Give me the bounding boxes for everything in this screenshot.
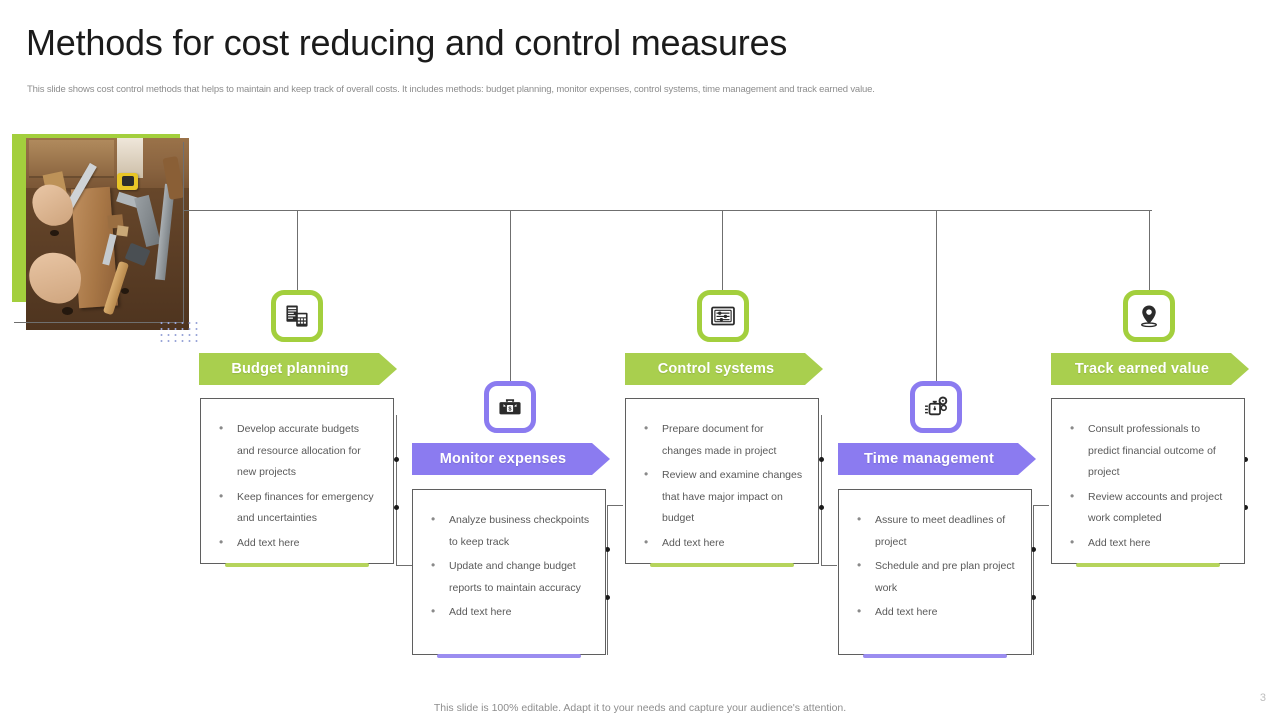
- connector-dot-4a: [1031, 547, 1036, 552]
- briefcase-dollar-icon: $: [497, 394, 523, 420]
- location-pin-icon: [1136, 303, 1162, 329]
- node-label-time-management: Time management: [863, 451, 995, 467]
- node-icon-control-systems[interactable]: [697, 290, 749, 342]
- node-icon-budget-planning[interactable]: [271, 290, 323, 342]
- connector-drop-monitor-expenses: [510, 210, 511, 383]
- connector-dot-2b: [605, 595, 610, 600]
- node-ribbon-budget-planning[interactable]: Budget planning: [199, 353, 397, 385]
- node-ribbon-time-management[interactable]: Time management: [838, 443, 1036, 475]
- connector-drop-budget-planning: [297, 210, 298, 293]
- connector-dot-1a: [394, 457, 399, 462]
- list-item: Add text here: [1066, 532, 1230, 555]
- node-card-monitor-expenses: Analyze business checkpoints to keep tra…: [412, 489, 606, 655]
- connector-drop-track-earned-value: [1149, 210, 1150, 293]
- node-icon-time-management[interactable]: [910, 381, 962, 433]
- svg-text:$: $: [508, 407, 512, 413]
- control-sliders-panel-icon: [710, 303, 736, 329]
- list-item: Develop accurate budgets and resource al…: [215, 418, 379, 484]
- connector-drop-control-systems: [722, 210, 723, 293]
- node-card-accent-time-management: [863, 654, 1007, 658]
- page-number: 3: [1259, 692, 1266, 704]
- connector-elbow-1-vert: [396, 415, 397, 565]
- list-item: Add text here: [853, 601, 1017, 624]
- node-card-time-management: Assure to meet deadlines of project Sche…: [838, 489, 1032, 655]
- page-title: Methods for cost reducing and control me…: [26, 22, 788, 63]
- footer-note: This slide is 100% editable. Adapt it to…: [433, 702, 847, 714]
- workbench-woodworking-photo: [26, 138, 189, 330]
- node-icon-track-earned-value[interactable]: [1123, 290, 1175, 342]
- budget-document-calculator-icon: [284, 303, 310, 329]
- node-ribbon-monitor-expenses[interactable]: Monitor expenses: [412, 443, 610, 475]
- list-item: Prepare document for changes made in pro…: [640, 418, 804, 462]
- node-label-monitor-expenses: Monitor expenses: [439, 451, 567, 467]
- connector-main-horizontal: [184, 210, 1152, 211]
- connector-dot-1b: [394, 505, 399, 510]
- connector-elbow-2-vert: [607, 505, 608, 655]
- node-card-accent-monitor-expenses: [437, 654, 581, 658]
- node-bullet-list-track-earned-value: Consult professionals to predict financi…: [1066, 418, 1230, 555]
- list-item: Review and examine changes that have maj…: [640, 464, 804, 530]
- list-item: Schedule and pre plan project work: [853, 555, 1017, 599]
- node-card-control-systems: Prepare document for changes made in pro…: [625, 398, 819, 564]
- connector-elbow-3-horz: [821, 565, 837, 566]
- photo-frame-right-line: [183, 142, 184, 322]
- connector-dot-5a: [1243, 457, 1248, 462]
- connector-elbow-4-vert: [1033, 505, 1034, 655]
- list-item: Add text here: [215, 532, 379, 555]
- list-item: Add text here: [640, 532, 804, 555]
- connector-dot-3a: [819, 457, 824, 462]
- list-item: Review accounts and project work complet…: [1066, 486, 1230, 530]
- node-icon-monitor-expenses[interactable]: $: [484, 381, 536, 433]
- connector-elbow-4-horz: [1033, 505, 1049, 506]
- node-label-control-systems: Control systems: [657, 361, 775, 377]
- connector-elbow-2-horz: [607, 505, 623, 506]
- node-ribbon-track-earned-value[interactable]: Track earned value: [1051, 353, 1249, 385]
- stopwatch-gears-icon: [923, 394, 949, 420]
- connector-elbow-1-horz: [396, 565, 412, 566]
- list-item: Update and change budget reports to main…: [427, 555, 591, 599]
- node-bullet-list-time-management: Assure to meet deadlines of project Sche…: [853, 509, 1017, 624]
- connector-dot-5b: [1243, 505, 1248, 510]
- node-label-track-earned-value: Track earned value: [1074, 361, 1210, 377]
- node-card-budget-planning: Develop accurate budgets and resource al…: [200, 398, 394, 564]
- page-subtitle: This slide shows cost control methods th…: [27, 84, 875, 95]
- node-bullet-list-budget-planning: Develop accurate budgets and resource al…: [215, 418, 379, 555]
- node-card-accent-budget-planning: [225, 563, 369, 567]
- connector-dot-2a: [605, 547, 610, 552]
- photo-frame-bottom-line: [14, 322, 184, 323]
- node-card-accent-control-systems: [650, 563, 794, 567]
- node-label-budget-planning: Budget planning: [231, 361, 349, 377]
- node-card-accent-track-earned-value: [1076, 563, 1220, 567]
- connector-elbow-3-vert: [821, 415, 822, 565]
- connector-drop-time-management: [936, 210, 937, 383]
- workbench-photo-block: [12, 130, 202, 335]
- list-item: Assure to meet deadlines of project: [853, 509, 1017, 553]
- node-ribbon-control-systems[interactable]: Control systems: [625, 353, 823, 385]
- connector-dot-3b: [819, 505, 824, 510]
- connector-dot-4b: [1031, 595, 1036, 600]
- decorative-dot-grid: [158, 320, 202, 346]
- list-item: Add text here: [427, 601, 591, 624]
- node-bullet-list-control-systems: Prepare document for changes made in pro…: [640, 418, 804, 555]
- list-item: Analyze business checkpoints to keep tra…: [427, 509, 591, 553]
- node-card-track-earned-value: Consult professionals to predict financi…: [1051, 398, 1245, 564]
- list-item: Consult professionals to predict financi…: [1066, 418, 1230, 484]
- node-bullet-list-monitor-expenses: Analyze business checkpoints to keep tra…: [427, 509, 591, 624]
- list-item: Keep finances for emergency and uncertai…: [215, 486, 379, 530]
